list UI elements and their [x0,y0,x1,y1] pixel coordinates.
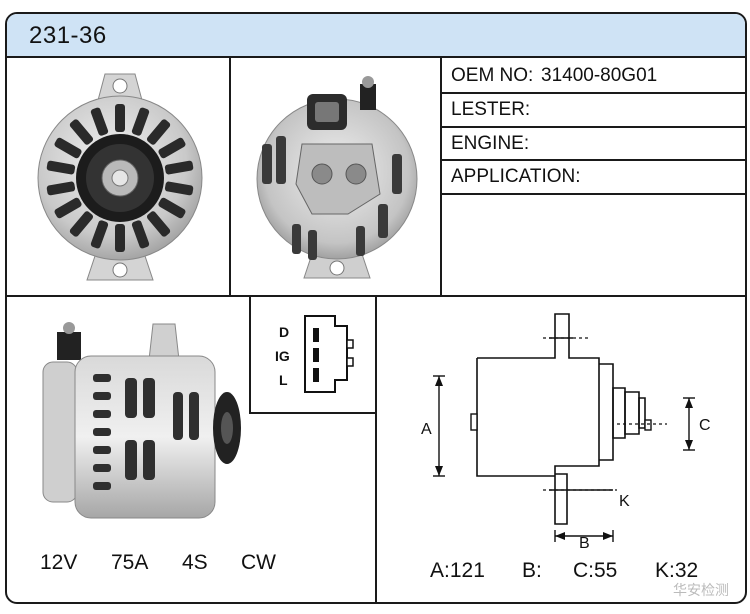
pulley-value: 4S [182,551,208,574]
dim-value-k: K:32 [655,559,699,582]
application-label: APPLICATION: [451,166,581,187]
spec-divider-2 [441,126,745,128]
spec-divider-3 [441,159,745,161]
pin-label-d: D [279,324,290,340]
voltage-value: 12V [40,551,78,574]
alternator-rear-photo [256,76,418,279]
dim-label-k: K [619,493,630,510]
oem-value: 31400-80G01 [541,65,658,86]
connector-diagram [304,315,354,393]
connector-box-left [249,296,251,413]
dim-label-b: B [579,535,590,548]
pin-label-l: L [279,372,288,388]
dim-value-a: A:121 [430,559,485,582]
product-sheet: 231-36 OEM NO: 31400-80G01 LESTER: ENGIN… [5,12,747,604]
dim-label-a: A [421,421,432,438]
oem-label: OEM NO: [451,65,534,86]
part-number-title: 231-36 [29,22,107,49]
divider-v1 [229,56,231,296]
connector-box-bottom [249,412,376,414]
watermark-text: 华安检测 [673,582,729,598]
alternator-front-photo [37,73,203,281]
divider-v2 [440,56,442,296]
pin-label-ig: IG [275,348,290,364]
dim-label-c: C [699,417,711,434]
spec-divider-1 [441,92,745,94]
divider-v3 [375,296,377,602]
engine-label: ENGINE: [451,133,530,154]
dim-value-c: C:55 [573,559,618,582]
lester-label: LESTER: [451,99,531,120]
header-bar: 231-36 [7,14,745,58]
dimension-drawing: A C B K [421,313,711,548]
dim-value-b: B: [522,559,542,582]
rotation-value: CW [241,551,276,574]
spec-divider-4 [441,193,745,195]
alternator-side-photo [42,322,241,519]
amperage-value: 75A [111,551,149,574]
